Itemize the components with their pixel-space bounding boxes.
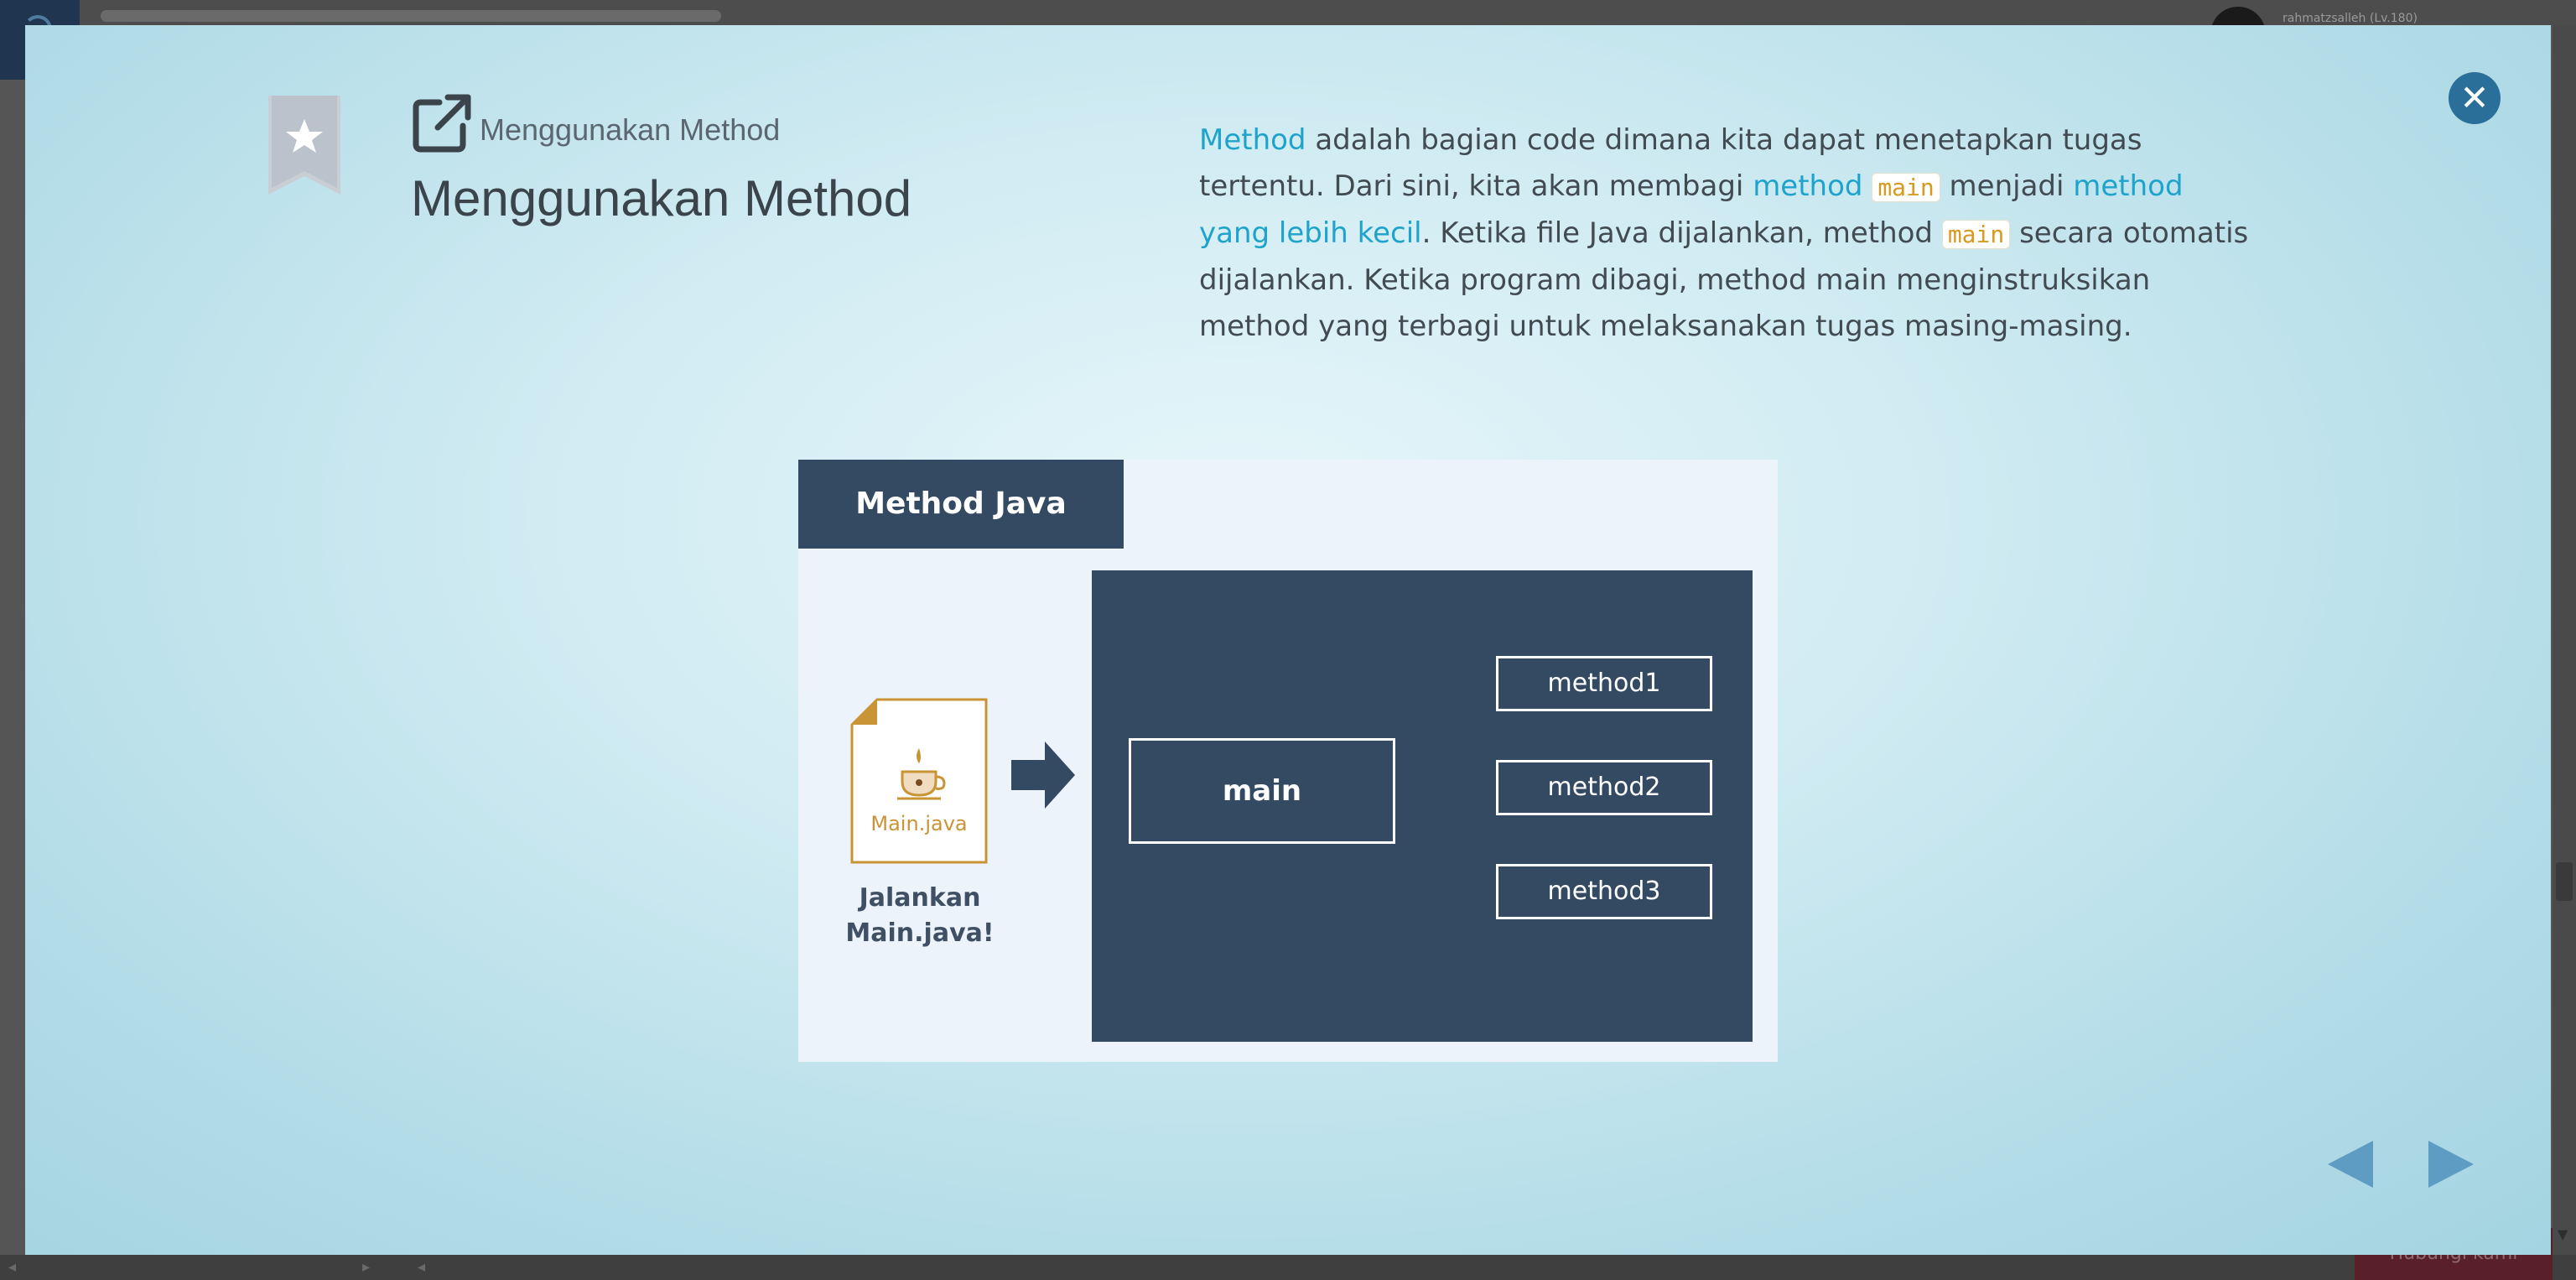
description-text: menjadi [1940, 169, 2074, 203]
run-instruction: Jalankan Main.java! [832, 881, 1008, 951]
arrow-right-icon [1011, 741, 1075, 809]
main-method-box: main [1129, 738, 1395, 844]
lesson-modal: ✕ Menggunakan Method Menggunakan Method … [25, 25, 2551, 1255]
page-title: Menggunakan Method [411, 170, 912, 226]
description-text: . Ketika file Java dijalankan, method [1421, 216, 1942, 250]
program-panel: main method1 method2 method3 [1092, 570, 1753, 1042]
bottom-bar [0, 1255, 2576, 1280]
run-line-2: Main.java! [845, 918, 995, 948]
triangle-right-icon[interactable] [2428, 1141, 2474, 1188]
lesson-description: Method adalah bagian code dimana kita da… [1199, 117, 2256, 350]
term-method: Method [1199, 123, 1306, 157]
java-file-icon [850, 698, 988, 864]
external-link-icon[interactable] [411, 92, 473, 154]
method-box: method1 [1496, 656, 1712, 711]
run-line-1: Jalankan [859, 883, 981, 913]
description-text: adalah bagian code dimana kita dapat men… [1199, 123, 2142, 203]
scroll-down-icon: ▼ [2558, 1226, 2568, 1242]
triangle-left-icon[interactable] [2328, 1141, 2373, 1188]
scroll-right-icon: ▸ [362, 1258, 371, 1276]
close-icon[interactable]: ✕ [2449, 72, 2501, 124]
star-bookmark-icon[interactable] [268, 96, 340, 195]
file-name-label: Main.java [870, 812, 968, 835]
breadcrumb: Menggunakan Method [480, 112, 781, 147]
search-bar [101, 10, 721, 22]
user-name: rahmatzsalleh (Lv.180) [2283, 12, 2418, 25]
term-method: method [1753, 169, 1863, 203]
vertical-scrollbar [2553, 25, 2576, 1258]
term-smaller-method: method yang lebih kecil [1199, 169, 2184, 250]
scroll-left-icon: ◂ [418, 1258, 426, 1276]
coffee-cup-icon [897, 748, 946, 800]
figure-header: Method Java [798, 460, 1124, 549]
scroll-left-icon: ◂ [8, 1258, 17, 1276]
description-text: secara otomatis dijalankan. Ketika progr… [1199, 216, 2249, 343]
method-box: method2 [1496, 760, 1712, 815]
method-box: method3 [1496, 864, 1712, 919]
scrollbar-thumb [2556, 862, 2573, 901]
code-main: main [1941, 220, 2011, 249]
method-java-figure: Method Java Main.java Jalankan Main.java… [798, 460, 1778, 1062]
code-main: main [1872, 173, 1940, 202]
